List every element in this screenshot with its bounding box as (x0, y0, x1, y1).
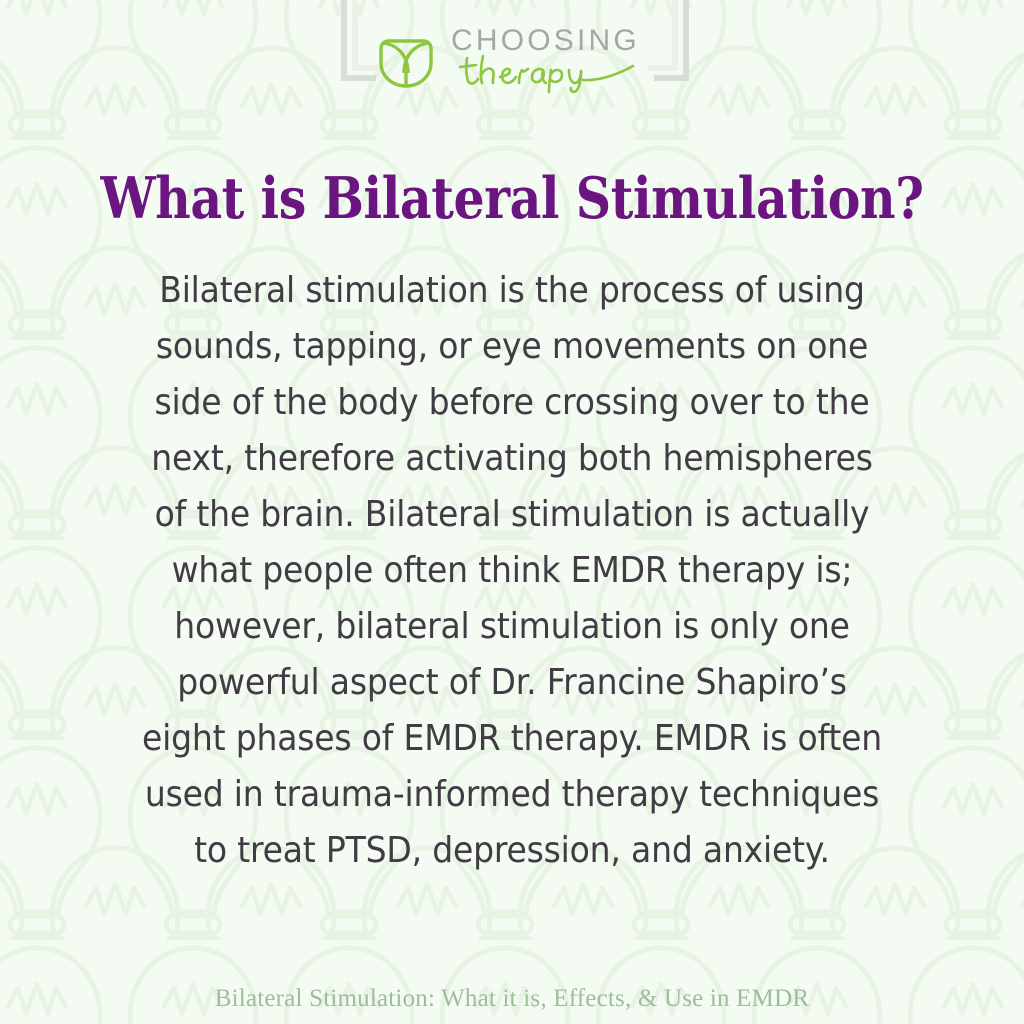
footer-caption: Bilateral Stimulation: What it is, Effec… (214, 985, 810, 1012)
body-line: eight phases of EMDR therapy. EMDR is of… (142, 718, 882, 759)
lotus-icon (379, 39, 433, 88)
body-line: to treat PTSD, depression, and anxiety. (194, 830, 830, 871)
body-line: of the brain. Bilateral stimulation is a… (154, 494, 870, 535)
body-line: next, therefore activating both hemisphe… (151, 438, 873, 479)
body-line: powerful aspect of Dr. Francine Shapiro’… (177, 662, 847, 703)
body-line: side of the body before crossing over to… (154, 382, 870, 423)
body-line: used in trauma-informed therapy techniqu… (144, 774, 880, 815)
body-line: what people often think EMDR therapy is; (171, 550, 853, 591)
logo-therapy-script (457, 50, 649, 98)
body-line: sounds, tapping, or eye movements on one (155, 326, 869, 367)
brand-logo[interactable]: CHOOSING (0, 26, 1024, 98)
body-paragraph: Bilateral stimulation is the process of … (94, 263, 931, 879)
logo-choosing-text: CHOOSING (451, 24, 640, 57)
therapy-script-icon (458, 54, 635, 94)
page-title: What is Bilateral Stimulation? (100, 165, 924, 232)
body-line: Bilateral stimulation is the process of … (159, 270, 865, 311)
body-line: however, bilateral stimulation is only o… (174, 606, 850, 647)
